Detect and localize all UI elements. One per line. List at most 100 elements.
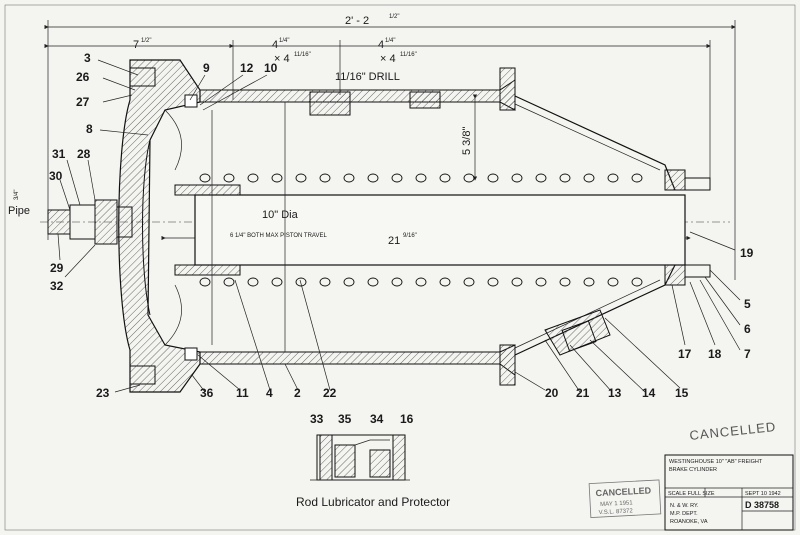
piston-travel: 6 1/4" BOTH MAX PISTON TRAVEL [230, 233, 327, 239]
upper-dim-a2-fraction: 11/16" [294, 52, 311, 58]
part-23: 23 [96, 386, 110, 400]
upper-dim-a2: × 4 [274, 53, 290, 65]
spring-coil [439, 173, 451, 183]
company-line-1: N. & W. RY. [670, 503, 699, 509]
company-line-2: M.P. DEPT. [670, 511, 698, 517]
release-spring-bottom [199, 277, 643, 287]
spring-coil [271, 173, 283, 183]
spring-coil [487, 173, 499, 183]
pressure-head [118, 59, 201, 393]
spring-coil [199, 277, 211, 287]
part-21: 21 [576, 386, 590, 400]
drill-callout: 11/16" DRILL [335, 71, 400, 83]
title-block: WESTINGHOUSE 10" "AB" FREIGHT BRAKE CYLI… [664, 454, 794, 531]
part-28: 28 [77, 147, 91, 161]
sheet-border [4, 4, 796, 531]
part-17: 17 [678, 347, 692, 361]
rod-length: 21 [388, 235, 400, 247]
upper-dim-b: 4 [378, 39, 384, 51]
spring-coil [247, 173, 259, 183]
part-18: 18 [708, 347, 722, 361]
vertical-dimension: 5 3/8" [461, 127, 473, 155]
overall-dimension-fraction: 1/2" [389, 14, 399, 20]
spring-coil [391, 277, 403, 287]
spring-coil [367, 277, 379, 287]
part-callouts: 3 26 27 8 9 12 10 31 28 30 29 32 19 5 6 … [49, 51, 754, 426]
part-16: 16 [400, 412, 414, 426]
part-12: 12 [240, 61, 254, 75]
part-32: 32 [50, 279, 64, 293]
detail-caption: Rod Lubricator and Protector [296, 495, 450, 509]
spring-coil [247, 277, 259, 287]
stamp-reference: V.S.L. 87372 [599, 508, 634, 516]
part-34: 34 [370, 412, 384, 426]
stamp-date: MAY 1 1951 [600, 500, 633, 508]
spring-coil [487, 277, 499, 287]
spring-coil [415, 277, 427, 287]
left-dimension: 7 [133, 39, 139, 51]
spring-coil [511, 277, 523, 287]
part-26: 26 [76, 70, 90, 84]
scale-label: SCALE FULL SIZE [668, 491, 715, 497]
spring-coil [391, 173, 403, 183]
pipe-fitting [47, 199, 133, 245]
part-11: 11 [236, 386, 249, 400]
part-13: 13 [608, 386, 622, 400]
lubricator-assembly [544, 309, 611, 356]
spring-coil [511, 173, 523, 183]
part-8: 8 [86, 122, 93, 136]
spring-coil [631, 277, 643, 287]
spring-coil [319, 173, 331, 183]
part-10: 10 [264, 61, 278, 75]
cancelled-stamp: CANCELLED MAY 1 1951 V.S.L. 87372 [588, 479, 662, 518]
spring-coil [271, 277, 283, 287]
drawing-date: SEPT 10 1942 [745, 491, 781, 497]
part-15: 15 [675, 386, 689, 400]
part-2: 2 [294, 386, 301, 400]
handwritten-cancelled-note: CANCELLED [689, 419, 777, 443]
spring-coil [559, 277, 571, 287]
company-line-3: ROANOKE, VA [670, 519, 708, 525]
stamp-title: CANCELLED [595, 485, 651, 498]
spring-coil [607, 277, 619, 287]
spring-coil [343, 277, 355, 287]
upper-dim-a-fraction: 1/4" [279, 38, 289, 44]
title-line-1: WESTINGHOUSE 10" "AB" FREIGHT [669, 459, 763, 465]
overall-dimension: 2' - 2 [345, 15, 369, 27]
lubricator-detail [310, 434, 410, 481]
upper-dim-b2-fraction: 11/16" [400, 52, 417, 58]
part-20: 20 [545, 386, 559, 400]
upper-dim-b-fraction: 1/4" [385, 38, 395, 44]
spring-coil [319, 277, 331, 287]
part-4: 4 [266, 386, 273, 400]
spring-coil [607, 173, 619, 183]
piston-rod [174, 102, 686, 352]
upper-dim-a: 4 [272, 39, 278, 51]
part-27: 27 [76, 95, 90, 109]
pipe-size: 3/4" [14, 190, 20, 200]
spring-coil [367, 173, 379, 183]
upper-dim-b2: × 4 [380, 53, 396, 65]
part-31: 31 [52, 147, 66, 161]
spring-coil [463, 277, 475, 287]
spring-coil [631, 173, 643, 183]
part-6: 6 [744, 322, 751, 336]
part-33: 33 [310, 412, 324, 426]
drawing-number: D 38758 [745, 500, 779, 510]
rod-length-fraction: 9/16" [403, 233, 417, 239]
rod-diameter: 10" Dia [262, 209, 299, 221]
spring-coil [415, 173, 427, 183]
spring-coil [295, 277, 307, 287]
part-14: 14 [642, 386, 656, 400]
part-29: 29 [50, 261, 64, 275]
spring-coil [535, 277, 547, 287]
part-5: 5 [744, 297, 751, 311]
spring-coil [463, 173, 475, 183]
spring-coil [535, 173, 547, 183]
spring-coil [559, 173, 571, 183]
spring-coil [295, 173, 307, 183]
left-dimension-fraction: 1/2" [141, 38, 151, 44]
part-9: 9 [203, 61, 210, 75]
spring-coil [583, 277, 595, 287]
